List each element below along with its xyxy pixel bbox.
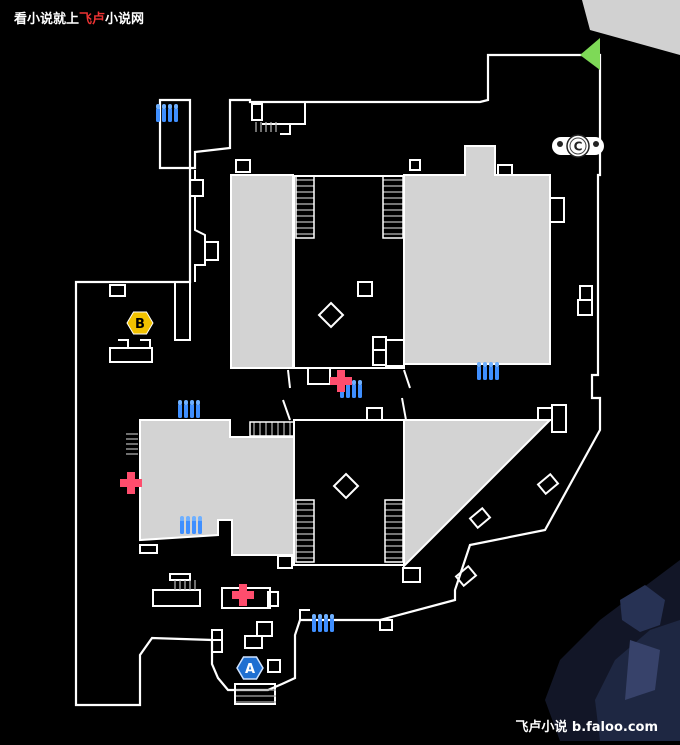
character-art	[545, 560, 680, 741]
building-southwest	[139, 419, 295, 556]
building-southeast	[403, 419, 553, 569]
watermark-prefix: 看小说就上	[14, 12, 80, 27]
building-northwest	[230, 174, 294, 369]
watermark-suffix: 小说网	[105, 12, 145, 27]
ammo-icon	[178, 400, 200, 418]
capture-point-label: C	[574, 140, 583, 154]
light-spill	[582, 0, 680, 55]
capture-point-c-icon[interactable]: C	[552, 134, 604, 158]
building-northeast	[403, 145, 551, 365]
watermark-bottom: 飞卢小说 b.faloo.com	[515, 720, 658, 735]
site-a-label: A	[245, 662, 255, 677]
watermark-brand: 飞卢	[79, 12, 106, 27]
medkit-icon	[120, 472, 142, 494]
watermark-top: 看小说就上飞卢小说网	[14, 8, 144, 27]
spawn-flag-icon	[580, 38, 600, 70]
outer-wall	[74, 53, 602, 707]
hexagon-b-icon[interactable]: B	[126, 311, 154, 335]
site-b-label: B	[135, 317, 145, 332]
buildings	[139, 145, 553, 569]
stairs	[126, 122, 404, 703]
ammo-icon	[156, 104, 178, 122]
hexagon-a-icon[interactable]: A	[236, 656, 264, 680]
ammo-icon	[312, 614, 334, 632]
